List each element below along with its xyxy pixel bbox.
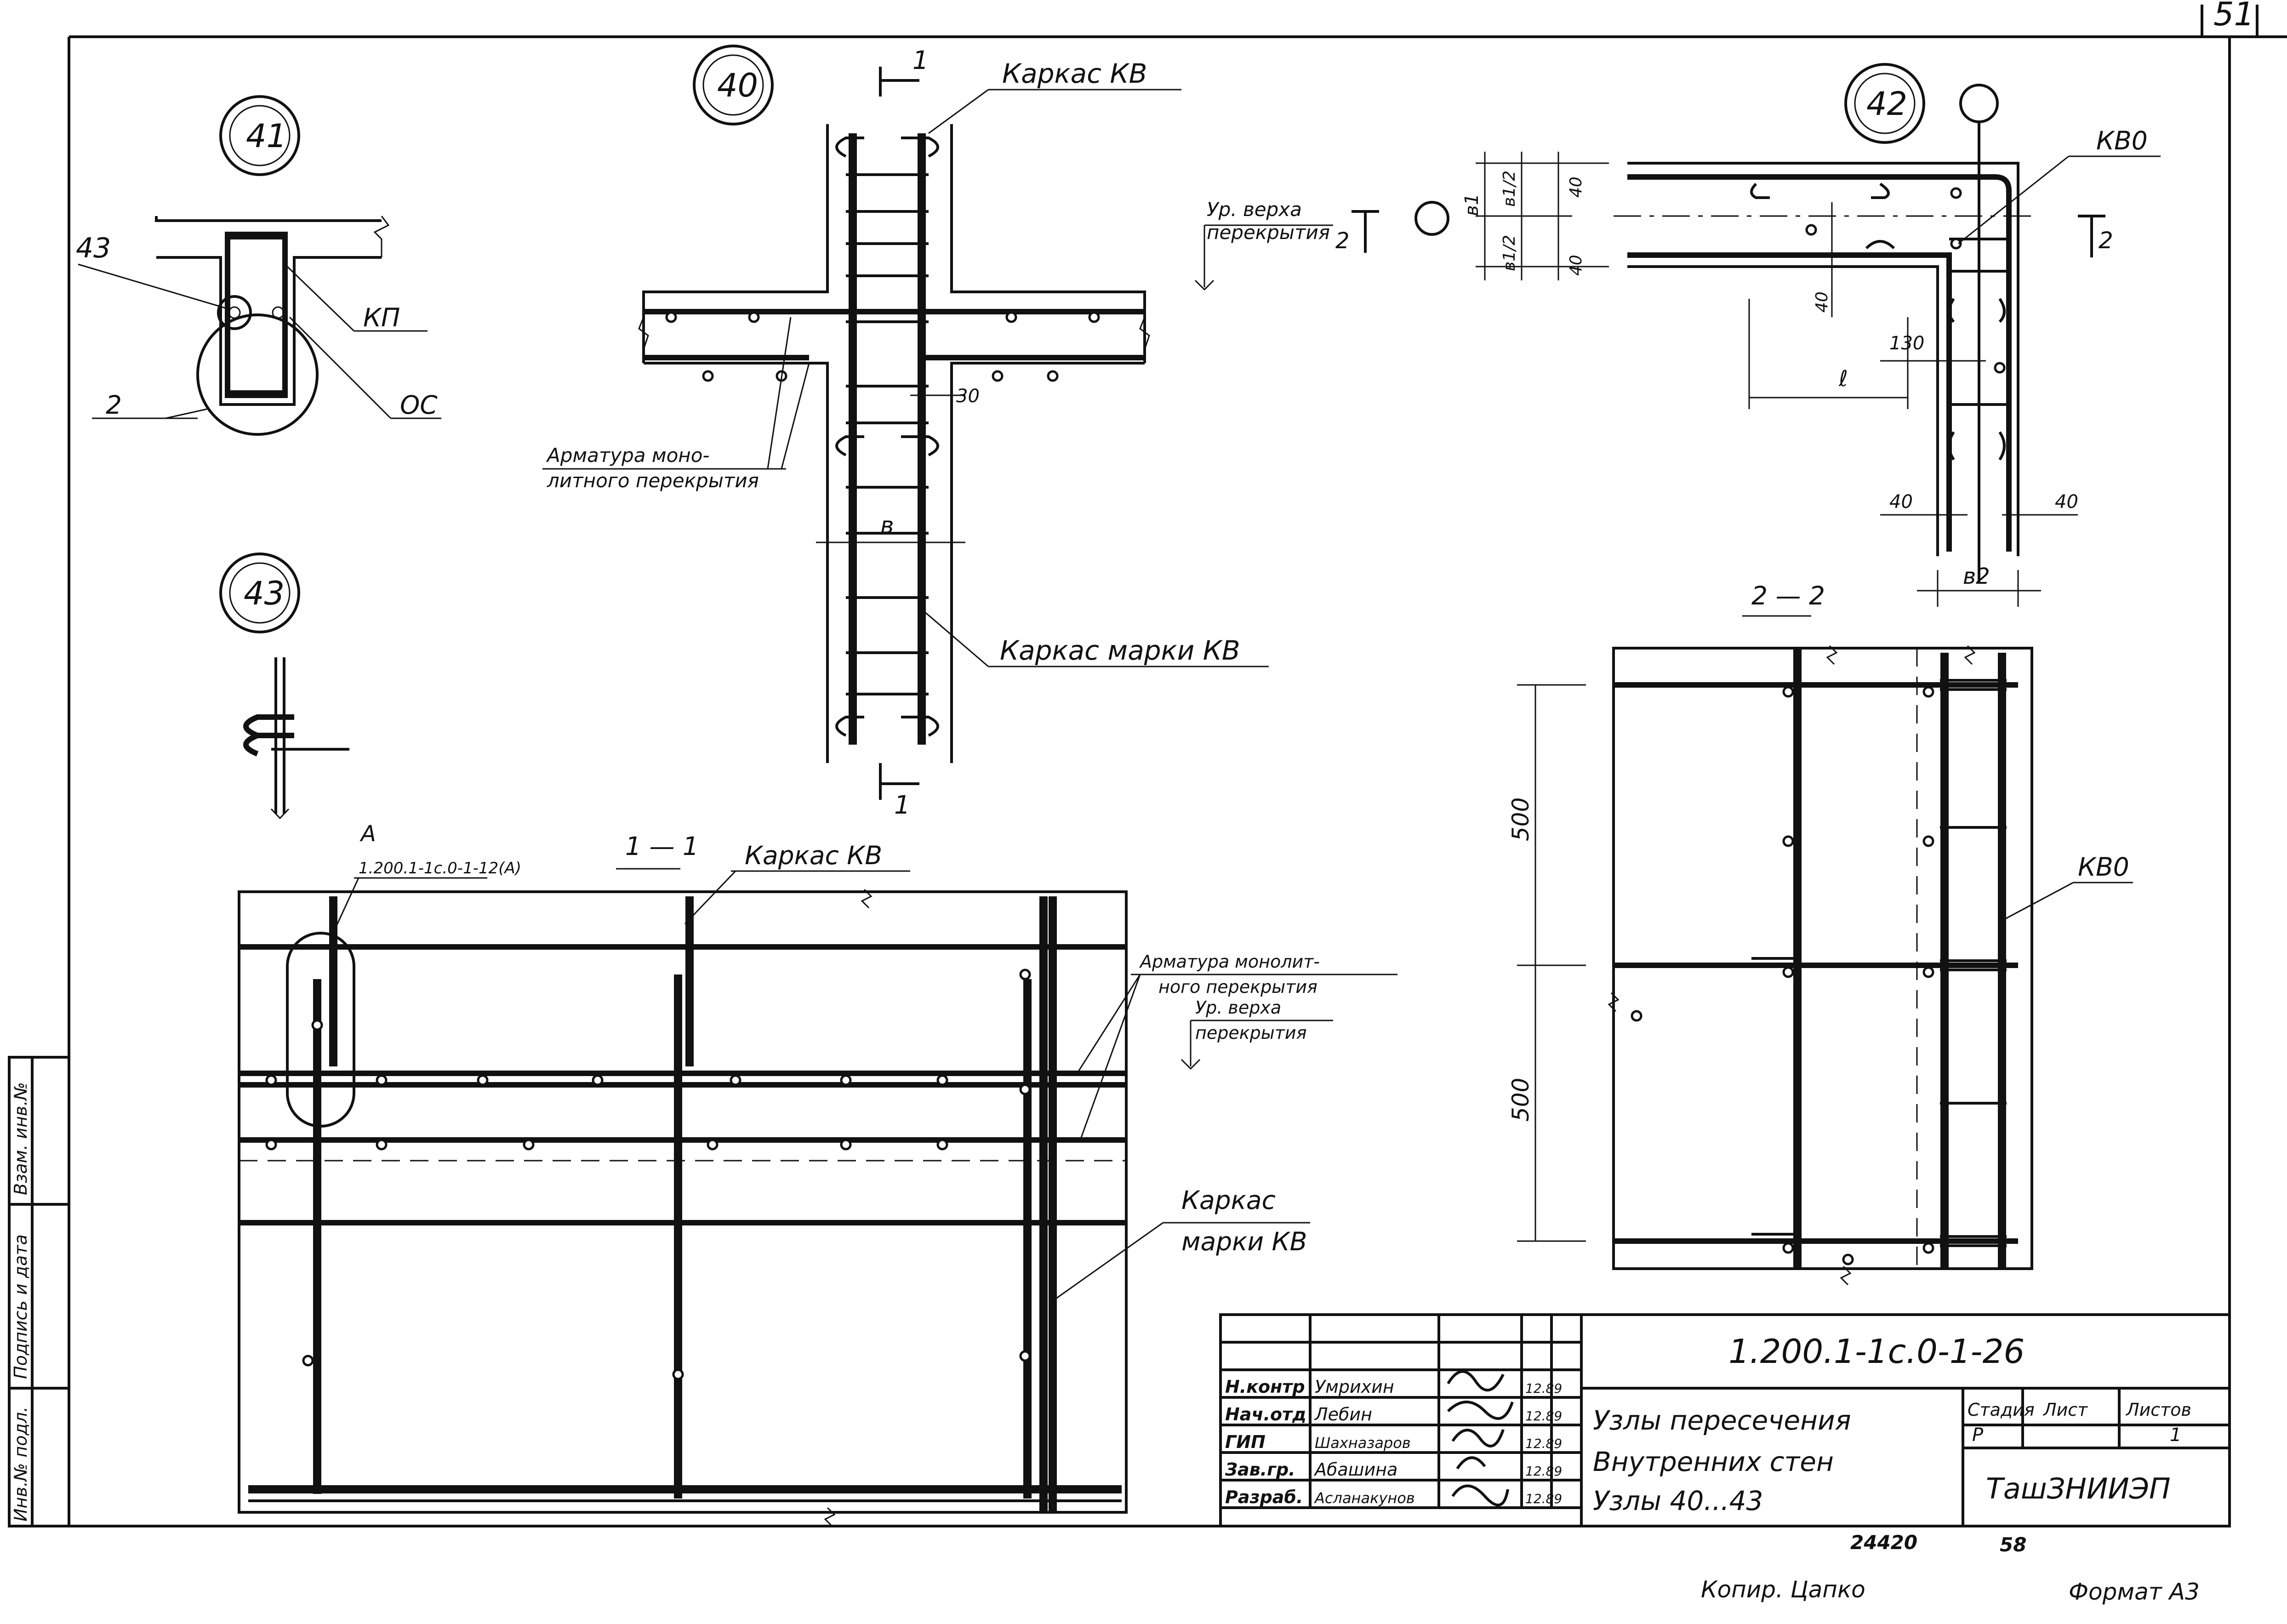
section-11-slab-level-2: перекрытия	[1195, 1023, 1307, 1043]
signature-role-1: Н.контр	[1225, 1377, 1305, 1397]
section-11-title: 1 — 1	[625, 832, 699, 861]
node-40-dim-b: в	[880, 512, 894, 539]
doc-code: 1.200.1-1c.0-1-26	[1728, 1332, 2025, 1371]
node-42-dim-b1-half: в1/2	[1500, 171, 1519, 207]
stamp-orig-inv: Инв.№ подл.	[11, 1407, 31, 1521]
signature-role-3: ГИП	[1225, 1432, 1266, 1452]
node-40-section-mark-bottom: 1	[894, 790, 910, 820]
node-41-number: 41	[246, 117, 287, 155]
node-41-label-43: 43	[76, 232, 111, 264]
node-42-dim-b1: в1	[1461, 194, 1483, 216]
section-11-rebar-label-1: Арматура монолит-	[1139, 952, 1320, 972]
stage-header: Стадия	[1968, 1400, 2035, 1420]
signature-role-4: Зав.гр.	[1225, 1459, 1295, 1480]
section-22-label-kv0: КВ0	[2078, 852, 2129, 882]
node-42-section-mark: 2	[2099, 227, 2113, 254]
title-block: Н.контр Умрихин 12.89 Нач.отд Лебин 12.8…	[1219, 1313, 2231, 1527]
signature-name-4: Абашина	[1313, 1459, 1397, 1480]
stamp-replace-inv: Взам. инв.№	[11, 1082, 31, 1195]
title-line-1: Узлы пересечения	[1593, 1405, 1851, 1436]
signature-date-3: 12.89	[1525, 1436, 1562, 1451]
title-line-2: Внутренних стен	[1593, 1446, 1834, 1477]
section-22-dim-500-bottom: 500	[1507, 1078, 1534, 1122]
node-42-dim-b1-half-left: в1/2	[1500, 235, 1519, 271]
signature-date-1: 12.89	[1525, 1381, 1562, 1396]
node-42: 42 КВ0 2 в1 в	[1461, 63, 2161, 607]
node-41-label-kp: КП	[363, 303, 400, 332]
node-42-dim-40-bottom: 40	[1567, 255, 1586, 276]
sheet-frame: 51	[32, 0, 2287, 1527]
section-11-callout-ref: 1.200.1-1с.0-1-12(А)	[359, 859, 521, 878]
node-41-label-2: 2	[106, 390, 122, 420]
side-stamp: Взам. инв.№ Подпись и дата Инв.№ подл.	[8, 1056, 70, 1527]
node-42-dim-b2: в2	[1963, 564, 1990, 589]
sheets-header: Листов	[2125, 1400, 2191, 1420]
node-41: 41 43 КП ОС 2	[76, 95, 441, 436]
node-40-slab-level-mark: 2	[1335, 228, 1350, 254]
stage-value: Р	[1972, 1425, 1984, 1446]
node-40-frame-kv-bottom: Каркас марки КВ	[1000, 635, 1240, 666]
organization: ТашЗНИИЭП	[1986, 1472, 2171, 1505]
node-43: 43	[219, 553, 349, 820]
node-42-dim-40-left: 40	[1889, 491, 1913, 513]
node-40-frame-kv-top: Каркас КВ	[1002, 58, 1147, 89]
node-40-rebar-label-2: литного перекрытия	[547, 469, 759, 492]
signature-role-5: Разраб.	[1225, 1487, 1303, 1507]
node-40-section-mark-top: 1	[913, 46, 929, 75]
node-40: 40 1	[542, 45, 1449, 820]
section-11-frame-kv: Каркас КВ	[745, 841, 882, 870]
node-42-dim-40-top: 40	[1567, 177, 1586, 198]
sheet-header: Лист	[2042, 1400, 2088, 1420]
signature-name-3: Шахназаров	[1315, 1434, 1411, 1452]
sheets-total-value: 1	[2170, 1425, 2181, 1446]
stamp-signature-date: Подпись и дата	[11, 1234, 31, 1379]
node-42-dim-130: 130	[1889, 333, 1924, 354]
node-40-slab-level-1: Ур. верха	[1207, 198, 1302, 221]
node-42-dim-l: ℓ	[1838, 366, 1848, 392]
node-40-slab-level-2: перекрытия	[1207, 221, 1330, 244]
node-43-number: 43	[244, 575, 285, 612]
node-42-dim-40-right: 40	[2055, 491, 2078, 513]
signature-date-5: 12.89	[1525, 1491, 1562, 1506]
signature-date-2: 12.89	[1525, 1408, 1562, 1424]
node-42-dim-40-mid: 40	[1813, 291, 1831, 313]
signature-name-2: Лебин	[1314, 1404, 1372, 1425]
node-42-number: 42	[1866, 85, 1907, 123]
signature-name-1: Умрихин	[1315, 1377, 1394, 1397]
paper-format: Формат А3	[2069, 1578, 2200, 1605]
inventory-number: 24420	[1850, 1531, 1917, 1554]
page-number: 51	[2213, 0, 2254, 33]
signature-date-4: 12.89	[1525, 1464, 1562, 1479]
section-11-slab-level-1: Ур. верха	[1195, 997, 1281, 1018]
signature-role-2: Нач.отд	[1225, 1404, 1306, 1425]
section-11-frame-label-2: марки КВ	[1181, 1227, 1307, 1256]
node-40-dim-30: 30	[956, 386, 980, 407]
node-42-label-kv0: КВ0	[2096, 126, 2148, 155]
node-40-rebar-label-1: Арматура моно-	[546, 444, 710, 467]
section-11-frame-label-1: Каркас	[1181, 1185, 1276, 1215]
section-11-rebar-label-2: ного перекрытия	[1158, 977, 1317, 997]
inventory-page: 58	[2000, 1533, 2026, 1556]
section-22-dim-500-top: 500	[1507, 798, 1534, 841]
section-1-1: 1 — 1 А 1.200.1-1с.0-1-12(А) Каркас КВ	[238, 821, 1397, 1527]
section-2-2: 2 — 2 500 50	[1507, 581, 2133, 1286]
node-40-number: 40	[717, 67, 758, 104]
copied-by: Копир. Цапко	[1701, 1576, 1865, 1603]
section-11-callout-a: А	[359, 821, 376, 847]
title-line-3: Узлы 40...43	[1593, 1485, 1763, 1516]
node-41-label-oc: ОС	[400, 390, 438, 420]
section-22-title: 2 — 2	[1751, 581, 1825, 610]
signature-name-5: Асланакунов	[1314, 1489, 1415, 1507]
